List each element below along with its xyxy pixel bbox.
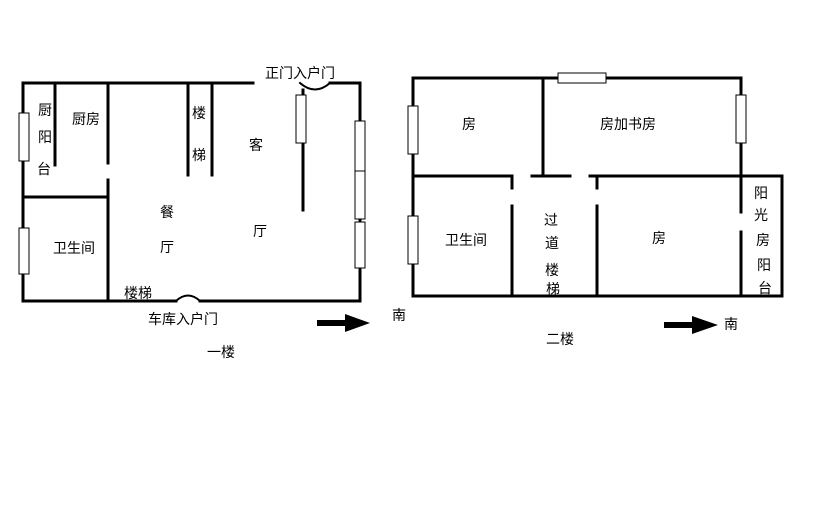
floor2-window-west-2: [407, 215, 419, 265]
floor2-window-north: [557, 72, 607, 84]
floor2-window-west-1: [407, 105, 419, 155]
floor1-living-1: 客: [249, 137, 263, 154]
floor2-caption: 二楼: [546, 332, 574, 348]
floor1-kitchen-label: 厨房: [72, 112, 100, 128]
floor2-interior-walls: [411, 76, 743, 298]
floor2-sun-balcony-5: 台: [758, 281, 772, 297]
floor1-stairs-top-1: 楼: [192, 106, 206, 122]
floor1-living-2: 厅: [253, 224, 267, 240]
floor2-corridor-2: 道: [545, 236, 559, 252]
floor2-sun-balcony-1: 阳: [754, 186, 768, 202]
floor2-south-arrow: [664, 316, 718, 334]
floor2-plan: 二楼 南 房 房加书房 卫生间 过 道 楼 梯 房 阳 光 房 阳 台: [407, 72, 784, 348]
floor1-dining-1: 餐: [160, 205, 174, 221]
floor2-window-east: [735, 94, 747, 144]
floor1-caption: 一楼: [207, 345, 235, 361]
floor1-interior-walls: [21, 81, 305, 303]
floor2-sun-balcony-4: 阳: [757, 258, 771, 274]
floor2-stairs-2: 梯: [546, 282, 560, 298]
floor2-outer-wall: [411, 76, 784, 298]
floor2-sun-balcony-2: 光: [754, 208, 768, 224]
floor1-kitchen-balcony-1: 厨: [38, 103, 52, 119]
floor1-stairs-bottom: 楼梯: [124, 286, 152, 302]
floor1-garage-door-label: 车库入户门: [148, 311, 218, 328]
floor1-window-east-2: [354, 170, 366, 220]
floor2-room-s: 房: [652, 231, 666, 247]
floor1-front-door-arc: [298, 81, 332, 91]
floor2-south-label: 南: [724, 317, 738, 333]
floor1-garage-door-arc: [174, 294, 202, 303]
floor1-kitchen-balcony-2: 阳: [38, 130, 52, 146]
floor2-bathroom-label: 卫生间: [445, 233, 487, 249]
floor1-front-door-label: 正门入户门: [265, 65, 335, 82]
floor2-stairs-1: 楼: [545, 263, 559, 279]
floor1-kitchen-balcony-3: 台: [37, 162, 51, 178]
floor1-stairs-top-2: 梯: [192, 148, 206, 164]
floor1-south-label: 南: [392, 308, 406, 324]
floor1-window-living: [295, 94, 307, 144]
floor1-dining-2: 厅: [160, 240, 174, 256]
floor2-sun-balcony-3: 房: [756, 233, 770, 249]
floor2-room-study: 房加书房: [600, 117, 656, 133]
floor1-bathroom-label: 卫生间: [53, 241, 95, 257]
floor1-window-east-3: [354, 221, 366, 269]
floor2-corridor-1: 过: [544, 213, 558, 229]
floor1-window-west-2: [18, 227, 30, 275]
floor1-window-west-1: [18, 112, 30, 162]
floor2-room-nw: 房: [462, 117, 476, 133]
floor1-window-east-1: [354, 120, 366, 172]
floor1-plan: 正门入户门 车库入户门 一楼 南 厨 阳 台 厨房 楼 梯 客 厅 餐 厅 卫生…: [18, 65, 406, 361]
floor1-south-arrow: [317, 314, 370, 332]
